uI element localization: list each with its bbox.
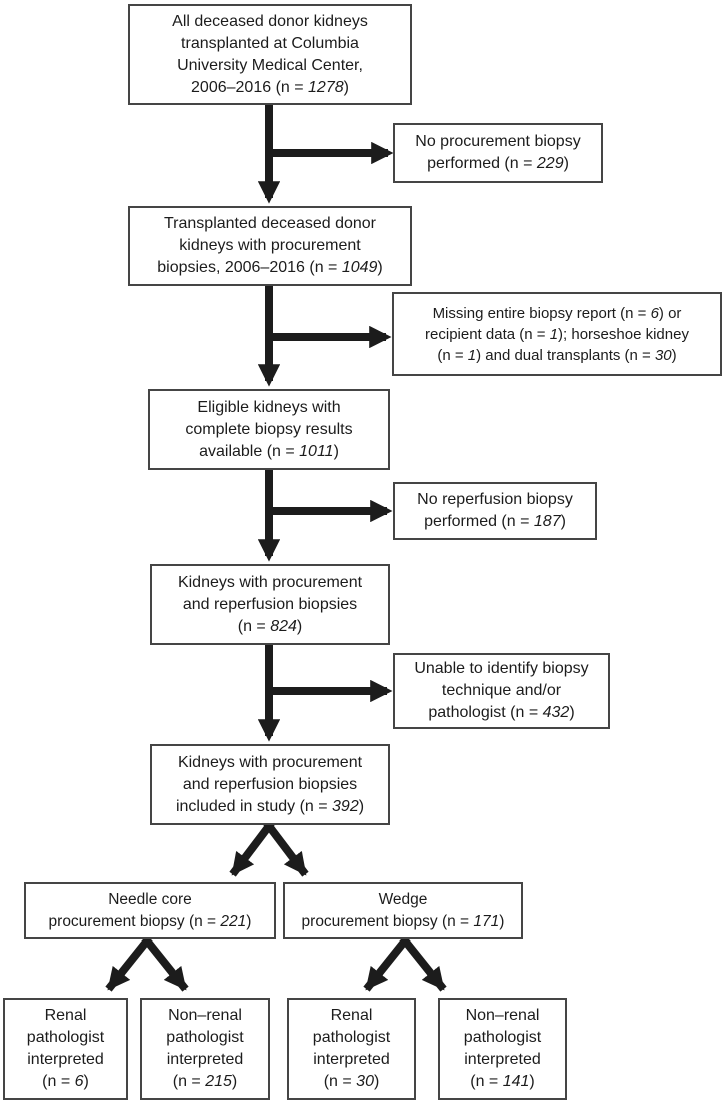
box-wedge-biopsy: Wedge procurement biopsy (n = 171) [283,882,523,939]
box-text-line: pathologist [166,1029,244,1046]
box-text-line: pathologist [463,1029,542,1046]
box-text-line: pathologist [312,1029,391,1046]
box-text-line: Renal [44,1007,87,1024]
box-procurement-reperfusion: Kidneys with procurement and reperfusion … [150,564,390,645]
box-text-line: 2006–2016 (n = 1278) [191,78,349,96]
arrow-split-study-left [229,820,275,877]
box-text-line: and reperfusion biopsies [182,595,358,613]
box-text-line: recipient data (n = 1); horseshoe kidney [425,325,689,343]
box-missing-data-exclusions: Missing entire biopsy report (n = 6) or r… [392,292,722,376]
box-no-reperfusion-biopsy: No reperfusion biopsy performed (n = 187) [393,482,597,540]
box-text-line: (n = 6) [42,1073,89,1090]
box-text-line: (n = 141) [470,1073,535,1090]
box-text-line: interpreted [166,1051,244,1068]
arrow-split-needle-right [141,935,189,992]
box-text-line: complete biopsy results [185,420,353,438]
box-text-line: Eligible kidneys with [197,398,341,416]
box-text-line: No procurement biopsy [415,133,581,150]
box-text-line: interpreted [464,1051,541,1068]
box-total-transplanted: All deceased donor kidneys transplanted a… [128,4,412,105]
box-no-procurement-biopsy: No procurement biopsy performed (n = 229) [393,123,603,183]
arrow-split-needle-left [105,935,153,992]
box-text-line: Kidneys with procurement [177,573,363,591]
box-text-line: (n = 30) [323,1073,380,1090]
box-text-line: biopsies, 2006–2016 (n = 1049) [157,259,383,276]
box-text-line: and reperfusion biopsies [182,775,358,793]
box-wedge-nonrenal-pathologist: Non–renal pathologist interpreted (n = 141) [438,998,567,1100]
box-text-line: Non–renal [168,1007,242,1024]
box-text-line: Kidneys with procurement [177,753,363,771]
box-text-line: University Medical Center, [177,56,363,74]
box-text-line: Renal [330,1007,373,1024]
box-text-line: Non–renal [465,1007,540,1024]
box-text-line: procurement biopsy (n = 221) [48,912,252,930]
box-text-line: pathologist (n = 432) [428,704,575,721]
box-text-line: performed (n = 187) [424,513,566,530]
box-text-line: kidneys with procurement [179,237,361,254]
box-text-line: Wedge [378,890,428,908]
box-needle-renal-pathologist: Renal pathologist interpreted (n = 6) [3,998,128,1100]
box-text-line: All deceased donor kidneys [172,12,368,30]
box-text-line: (n = 824) [237,617,303,635]
box-text-line: pathologist [26,1029,105,1046]
box-text-line: procurement biopsy (n = 171) [301,912,505,930]
box-needle-core-biopsy: Needle core procurement biopsy (n = 221) [24,882,276,939]
arrow-split-wedge-right [399,935,447,992]
arrow-split-wedge-left [363,935,411,992]
arrow-split-study-right [263,820,309,877]
box-text-line: (n = 1) and dual transplants (n = 30) [437,346,677,364]
box-text-line: technique and/or [441,682,562,699]
box-text-line: available (n = 1011) [199,442,339,460]
box-text-line: No reperfusion biopsy [417,491,573,508]
box-text-line: Unable to identify biopsy [414,660,589,677]
box-included-in-study: Kidneys with procurement and reperfusion … [150,744,390,825]
box-text-line: interpreted [313,1051,390,1068]
box-text-line: transplanted at Columbia [181,34,359,52]
box-text-line: Needle core [108,890,192,908]
box-unidentified-technique: Unable to identify biopsy technique and/o… [393,653,610,729]
box-text-line: performed (n = 229) [427,155,569,172]
box-eligible-complete-biopsy: Eligible kidneys with complete biopsy res… [148,389,390,470]
box-text-line: Missing entire biopsy report (n = 6) or [432,304,682,322]
box-text-line: Transplanted deceased donor [164,215,376,232]
box-text-line: (n = 215) [172,1073,238,1090]
box-with-procurement-biopsies: Transplanted deceased donor kidneys with … [128,206,412,286]
box-text-line: included in study (n = 392) [175,797,365,815]
box-wedge-renal-pathologist: Renal pathologist interpreted (n = 30) [287,998,416,1100]
box-text-line: interpreted [27,1051,104,1068]
box-needle-nonrenal-pathologist: Non–renal pathologist interpreted (n = 215) [140,998,270,1100]
